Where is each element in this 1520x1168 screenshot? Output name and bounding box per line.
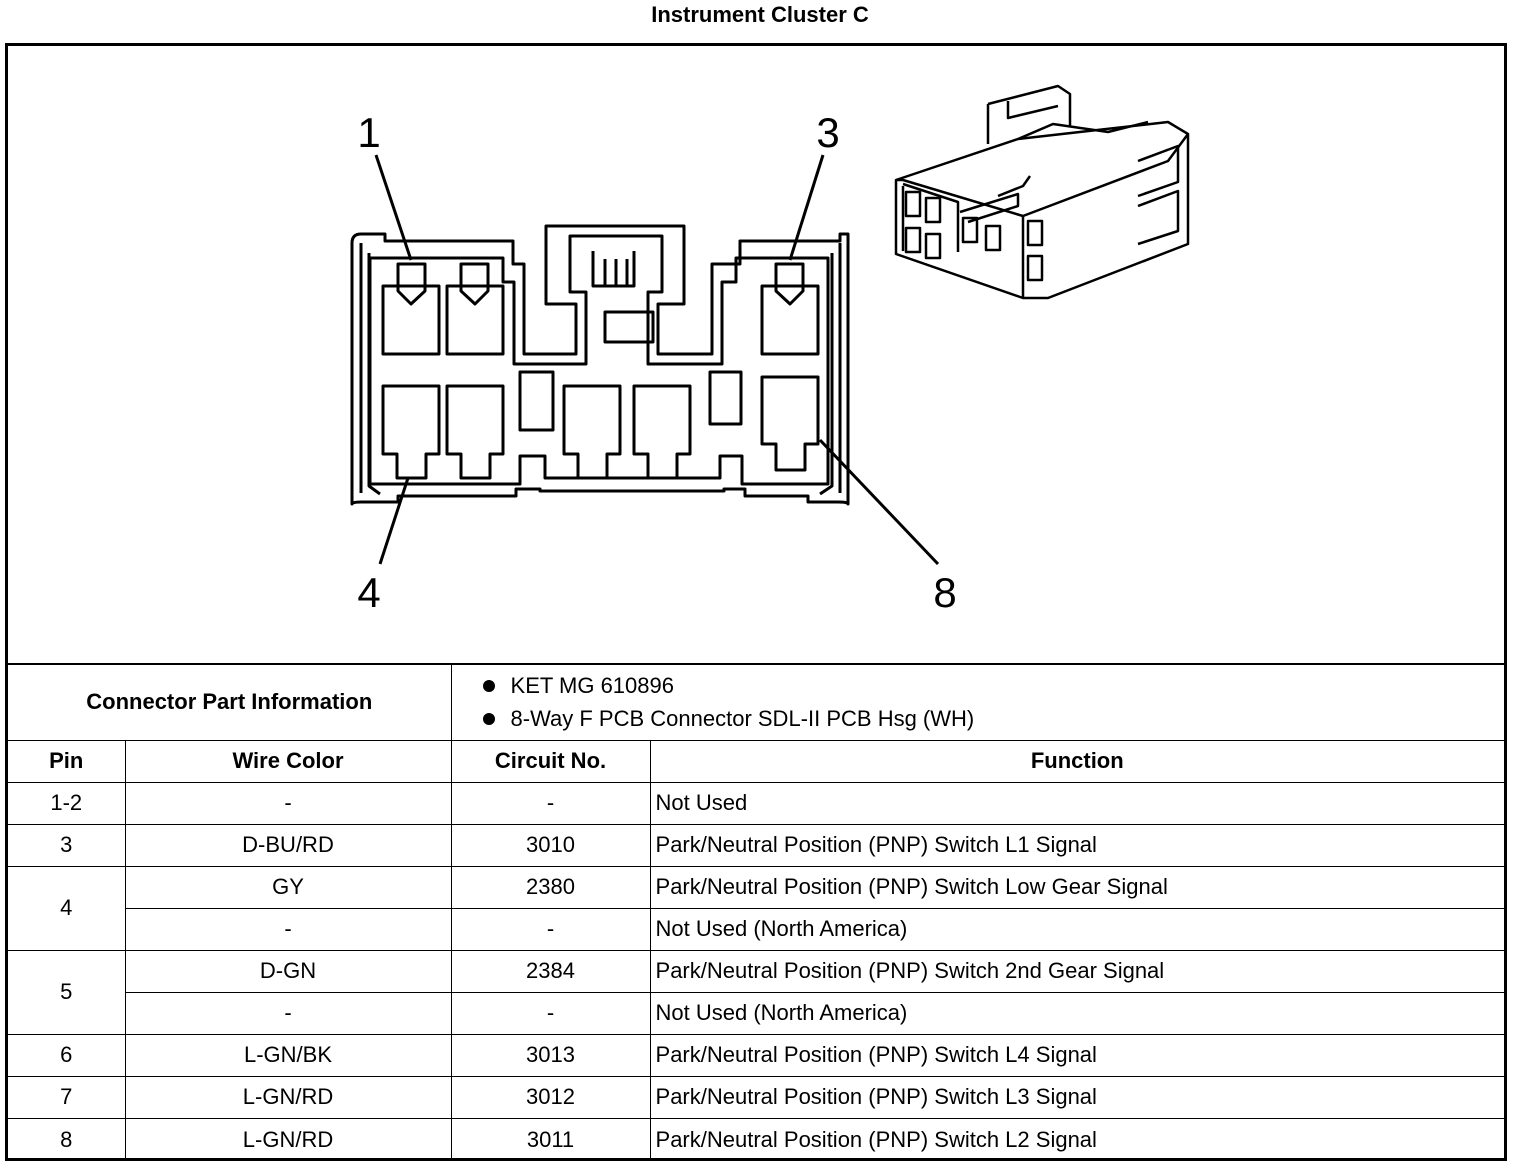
- cell-pin: 7: [8, 1075, 126, 1119]
- callout-1: 1: [357, 109, 380, 156]
- cell-function: Park/Neutral Position (PNP) Switch 2nd G…: [649, 949, 1504, 993]
- terminal-cavity-2: [445, 284, 505, 356]
- terminal-cavity-6: [562, 384, 622, 480]
- connector-part-info-label: Connector Part Information: [8, 663, 452, 741]
- leader-line-4: [378, 477, 410, 565]
- cell-pin: 3: [8, 823, 126, 867]
- header-pin: Pin: [8, 739, 126, 783]
- cell-wire-color: L-GN/RD: [124, 1075, 452, 1119]
- connector-isometric-view: [894, 84, 1190, 300]
- cell-circuit: 3010: [450, 823, 651, 867]
- table-row: - - Not Used (North America): [8, 991, 1504, 1035]
- cell-circuit: -: [450, 781, 651, 825]
- header-function: Function: [649, 739, 1504, 783]
- terminal-cavity-1: [381, 284, 441, 356]
- table-row: 7 L-GN/RD 3012 Park/Neutral Position (PN…: [8, 1075, 1504, 1119]
- cell-function: Not Used: [649, 781, 1504, 825]
- part-info-item: 8-Way F PCB Connector SDL-II PCB Hsg (WH…: [479, 702, 1504, 735]
- separator-left: [518, 370, 555, 432]
- terminal-key-3: [774, 262, 805, 306]
- cell-circuit: -: [450, 907, 651, 951]
- cell-circuit: 3012: [450, 1075, 651, 1119]
- connector-housing-inner: [359, 243, 842, 496]
- terminal-key-2: [459, 262, 490, 306]
- header-circuit-no: Circuit No.: [450, 739, 651, 783]
- cell-function: Park/Neutral Position (PNP) Switch L3 Si…: [649, 1075, 1504, 1119]
- cell-wire-color: -: [125, 907, 452, 951]
- cell-wire-color: L-GN/BK: [124, 1033, 452, 1077]
- terminal-key-1: [396, 262, 427, 306]
- cell-circuit: 3013: [450, 1033, 651, 1077]
- leader-line-3: [788, 154, 825, 261]
- table-row: 4 GY 2380 Park/Neutral Position (PNP) Sw…: [8, 865, 1504, 951]
- cell-pin: 1-2: [8, 781, 126, 825]
- connector-frame: 1 3 4 8 Connector Part In: [5, 43, 1507, 1161]
- cell-circuit: 3011: [450, 1117, 651, 1161]
- callout-8: 8: [933, 569, 956, 616]
- cell-function: Not Used (North America): [649, 991, 1504, 1035]
- callout-4: 4: [357, 569, 380, 616]
- table-row: 6 L-GN/BK 3013 Park/Neutral Position (PN…: [8, 1033, 1504, 1077]
- terminal-cavity-4: [381, 384, 441, 480]
- connector-housing-outline: [350, 224, 850, 506]
- table-row: 1-2 - - Not Used: [8, 781, 1504, 825]
- part-info-item: KET MG 610896: [479, 669, 1504, 702]
- cell-function: Park/Neutral Position (PNP) Switch L4 Si…: [649, 1033, 1504, 1077]
- table-row: 3 D-BU/RD 3010 Park/Neutral Position (PN…: [8, 823, 1504, 867]
- leader-line-8: [818, 438, 940, 566]
- table-header-row: Pin Wire Color Circuit No. Function: [8, 739, 1504, 783]
- terminal-cavity-7: [632, 384, 692, 480]
- cell-wire-color: -: [124, 781, 452, 825]
- cell-function: Park/Neutral Position (PNP) Switch Low G…: [649, 865, 1504, 909]
- terminal-cavity-5: [445, 384, 505, 480]
- separator-right: [708, 370, 743, 426]
- cell-pin: 6: [8, 1033, 126, 1077]
- table-row: 5 D-GN 2384 Park/Neutral Position (PNP) …: [8, 949, 1504, 1035]
- cell-wire-color: D-GN: [124, 949, 452, 993]
- cell-wire-color: GY: [124, 865, 452, 909]
- connector-inner-cavity: [368, 234, 830, 486]
- leader-line-1: [374, 154, 413, 261]
- pinout-table: Connector Part Information KET MG 610896…: [8, 663, 1504, 1161]
- terminal-cavity-8: [760, 375, 820, 472]
- diagram-title: Instrument Cluster C: [651, 2, 869, 27]
- table-row: - - Not Used (North America): [8, 907, 1504, 951]
- cell-function: Not Used (North America): [649, 907, 1504, 951]
- cell-function: Park/Neutral Position (PNP) Switch L2 Si…: [649, 1117, 1504, 1161]
- cell-circuit: 2384: [450, 949, 651, 993]
- cell-wire-color: D-BU/RD: [124, 823, 452, 867]
- callout-3: 3: [816, 109, 839, 156]
- connector-part-info-values: KET MG 610896 8-Way F PCB Connector SDL-…: [450, 663, 1504, 741]
- cell-pin: 4: [8, 865, 126, 951]
- terminal-cavity-3: [760, 284, 820, 356]
- cell-circuit: -: [450, 991, 651, 1035]
- cell-pin: 8: [8, 1117, 126, 1161]
- latch-window: [603, 310, 655, 344]
- cell-wire-color: -: [125, 991, 452, 1035]
- header-wire-color: Wire Color: [124, 739, 452, 783]
- latch-tab: [591, 251, 636, 288]
- table-row: 8 L-GN/RD 3011 Park/Neutral Position (PN…: [8, 1117, 1504, 1161]
- cell-circuit: 2380: [450, 865, 651, 909]
- cell-wire-color: L-GN/RD: [124, 1117, 452, 1161]
- cell-function: Park/Neutral Position (PNP) Switch L1 Si…: [649, 823, 1504, 867]
- cell-pin: 5: [8, 949, 126, 1035]
- connector-drawing: 1 3 4 8: [350, 84, 1190, 616]
- connector-part-info-row: Connector Part Information KET MG 610896…: [8, 663, 1504, 741]
